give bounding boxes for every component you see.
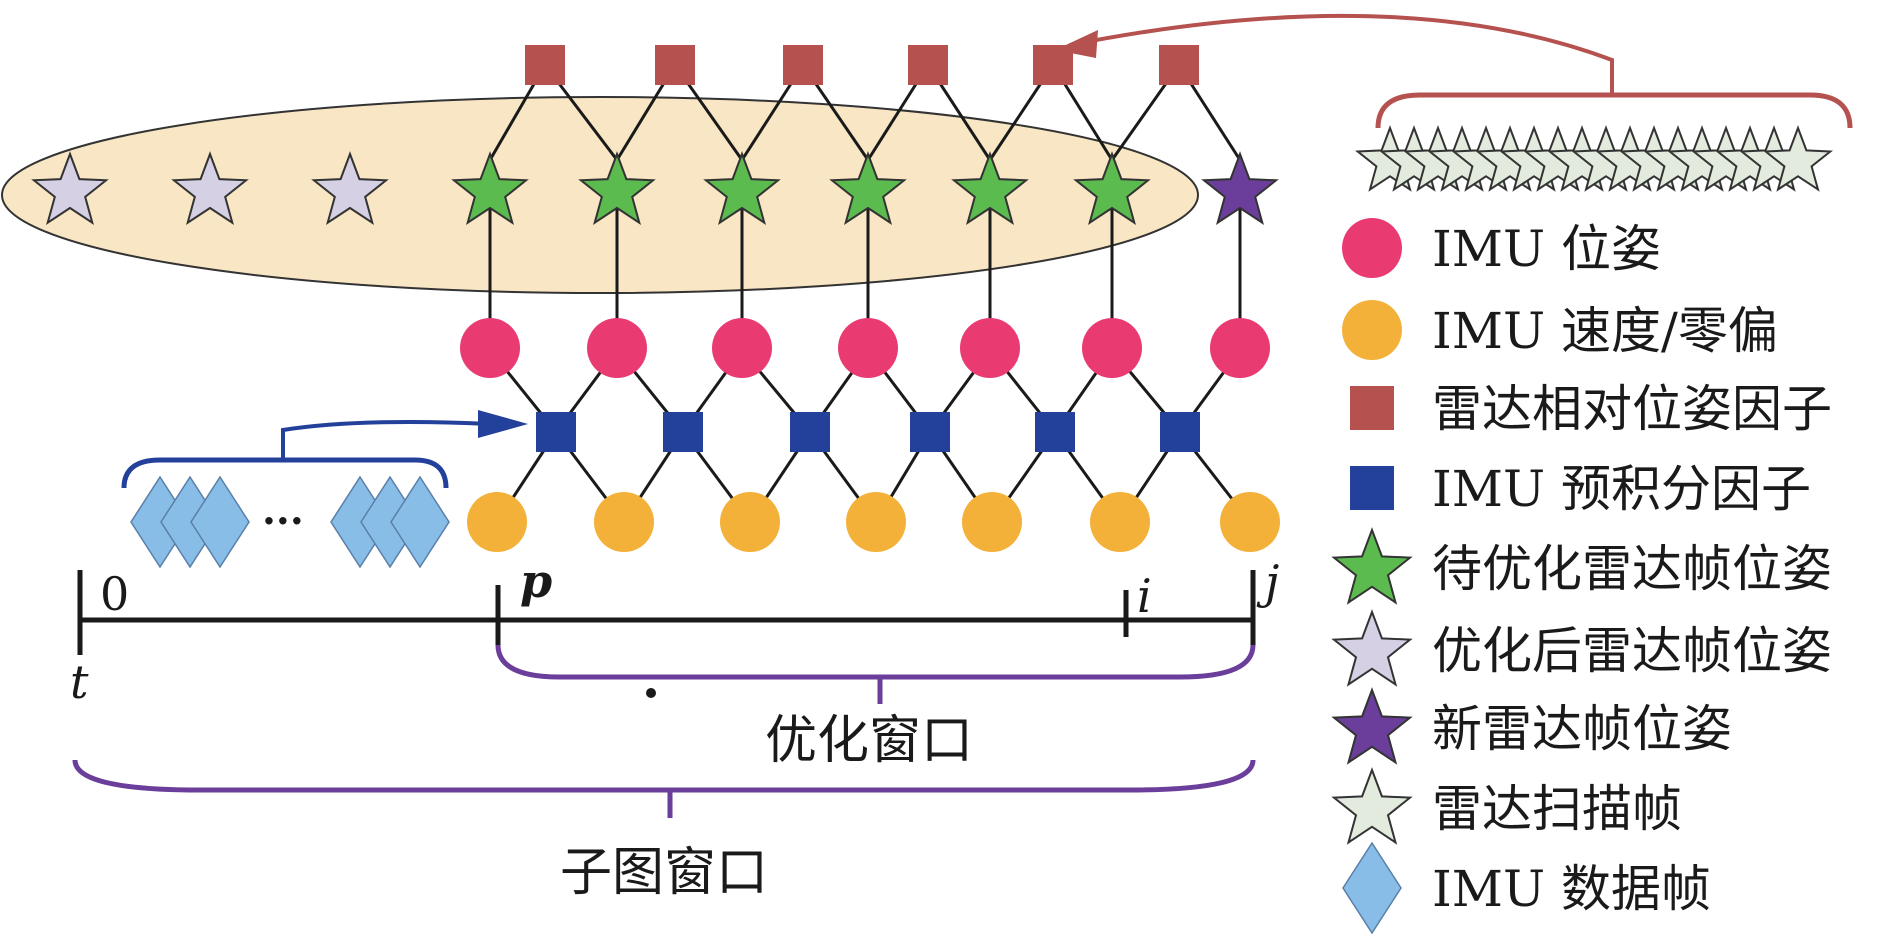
legend-label: IMU 位姿 (1432, 220, 1661, 278)
legend-item: IMU 位姿 (1342, 218, 1661, 278)
imu-factor-square (536, 412, 576, 452)
imu-factor-square (910, 412, 950, 452)
legend-diamond-icon (1342, 841, 1402, 935)
legend-item: 雷达相对位姿因子 (1350, 380, 1832, 438)
imu-bracket (121, 457, 449, 489)
legend-item: 待优化雷达帧位姿 (1331, 527, 1832, 605)
radar-factor-square (908, 45, 948, 85)
optimization-window-label: 优化窗口 (765, 711, 973, 771)
legend-item: 优化后雷达帧位姿 (1331, 609, 1832, 687)
stray-dot (646, 688, 656, 698)
legend-label: 新雷达帧位姿 (1432, 700, 1732, 758)
imu-velocity-node (1090, 492, 1150, 552)
imu-velocity-node (467, 492, 527, 552)
legend-label: IMU 预积分因子 (1432, 460, 1811, 518)
axis-tick-0: 0 (100, 567, 129, 621)
scan-to-factor-arrow-line (1069, 13, 1614, 95)
radar-relative-pose-factors (525, 45, 1199, 85)
legend-label: 雷达相对位姿因子 (1432, 380, 1832, 438)
imu-pose-nodes (460, 318, 1270, 378)
legend-label: 待优化雷达帧位姿 (1432, 540, 1832, 598)
imu-data-frame-diamond (190, 475, 250, 569)
imu-data-frame-diamond (390, 475, 450, 569)
legend-item: IMU 数据帧 (1342, 841, 1711, 935)
radar-frame-to-optimize-star (951, 151, 1029, 225)
imu-velocity-node (1220, 492, 1280, 552)
imu-pose-node (1082, 318, 1142, 378)
radar-scan-frame-star (1762, 125, 1834, 192)
imu-factor-square (663, 412, 703, 452)
scan-bracket (1375, 92, 1853, 129)
radar-frame-to-optimize-star (451, 151, 529, 225)
imu-pose-node (587, 318, 647, 378)
radar-factor-square (525, 45, 565, 85)
imu-pose-node (1210, 318, 1270, 378)
imu-pose-node (960, 318, 1020, 378)
legend-square-icon (1350, 386, 1394, 430)
radar-frame-stars (31, 151, 1279, 225)
imu-pose-node (838, 318, 898, 378)
imu-factor-square (1160, 412, 1200, 452)
radar-frame-to-optimize-star (578, 151, 656, 225)
legend-item: IMU 速度/零偏 (1342, 300, 1778, 360)
radar-factor-square (655, 45, 695, 85)
scan-arrowhead (1055, 30, 1098, 58)
radar-frame-to-optimize-star (1073, 151, 1151, 225)
legend-square-icon (1350, 466, 1394, 510)
legend-item: 新雷达帧位姿 (1331, 687, 1732, 765)
imu-velocity-node (846, 492, 906, 552)
imu-frame-ellipsis: ··· (262, 498, 304, 545)
legend-label: 雷达扫描帧 (1432, 780, 1682, 838)
new-radar-frame-star (1201, 151, 1279, 225)
imu-factor-square (1035, 412, 1075, 452)
submap-window-label: 子图窗口 (560, 843, 768, 903)
imu-velocity-node (962, 492, 1022, 552)
legend-star-icon (1331, 687, 1413, 765)
radar-frame-to-optimize-star (703, 151, 781, 225)
legend-circle-icon (1342, 300, 1402, 360)
radar-frame-to-optimize-star (829, 151, 907, 225)
imu-pose-node (460, 318, 520, 378)
legend-item: 雷达扫描帧 (1331, 767, 1682, 845)
axis-t-label: t (70, 655, 89, 709)
legend-star-icon (1331, 767, 1413, 845)
optimization-window-bracket (495, 644, 1256, 680)
legend-circle-icon (1342, 218, 1402, 278)
legend-label: IMU 速度/零偏 (1432, 302, 1778, 360)
radar-factor-square (783, 45, 823, 85)
imu-velocity-bias-nodes (467, 492, 1280, 552)
imu-data-frame-group (130, 475, 450, 569)
imu-velocity-node (720, 492, 780, 552)
submap-window-bracket (72, 759, 1256, 793)
optimized-radar-frame-star (171, 151, 249, 225)
legend-star-icon (1331, 609, 1413, 687)
timeline-axis (77, 570, 1256, 655)
axis-tick-j: j (1256, 555, 1279, 609)
imu-to-factor-arrow-line (281, 420, 491, 460)
legend-label: IMU 数据帧 (1432, 860, 1711, 918)
optimized-radar-frame-star (311, 151, 389, 225)
radar-scan-frame-stack (1354, 125, 1834, 192)
legend-star-icon (1331, 527, 1413, 605)
imu-pose-node (712, 318, 772, 378)
legend-label: 优化后雷达帧位姿 (1432, 622, 1832, 680)
optimized-radar-frame-star (31, 151, 109, 225)
radar-factor-square (1159, 45, 1199, 85)
imu-arrowhead (478, 410, 528, 438)
axis-tick-i: i (1137, 569, 1152, 623)
imu-velocity-node (594, 492, 654, 552)
imu-preintegration-factors (536, 412, 1200, 452)
axis-tick-p: p (520, 554, 552, 608)
imu-factor-square (790, 412, 830, 452)
legend-item: IMU 预积分因子 (1350, 460, 1811, 518)
